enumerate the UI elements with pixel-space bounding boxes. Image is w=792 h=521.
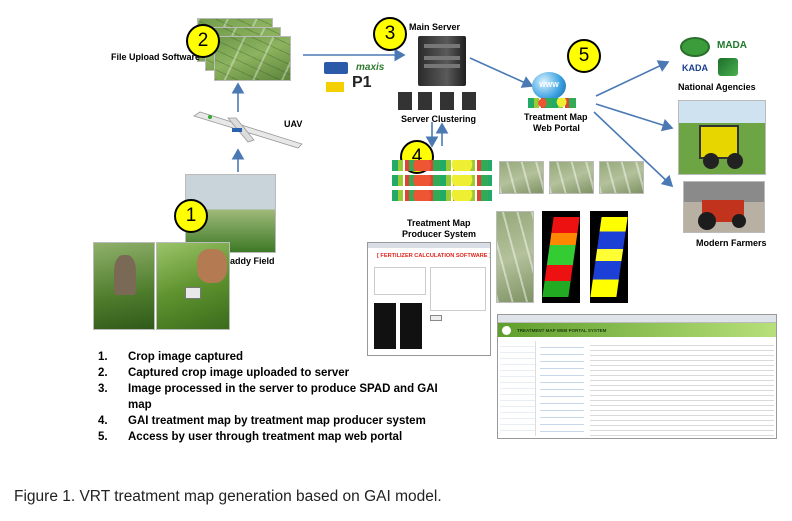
arrow-server-to-portal <box>469 57 534 88</box>
step-list: 1.Crop image captured 2.Captured crop im… <box>98 349 438 445</box>
modern-farmers-label: Modern Farmers <box>696 238 767 248</box>
globe-icon: WWW <box>532 72 566 100</box>
web-portal-label-line2: Web Portal <box>533 123 580 133</box>
file-upload-label: File Upload Software <box>111 52 201 62</box>
cluster-server-3 <box>440 92 454 110</box>
step-badge-1: 1 <box>174 199 208 233</box>
producer-map-strip-2 <box>392 175 492 186</box>
software-run-button[interactable] <box>430 315 442 321</box>
partner-logo-blue <box>324 62 348 74</box>
software-preview-left <box>374 303 396 349</box>
step-item: 4.GAI treatment map by treatment map pro… <box>98 415 426 427</box>
uav-label: UAV <box>284 119 303 129</box>
globe-www-text: WWW <box>539 82 559 89</box>
portal-browser-toolbar <box>498 315 776 323</box>
web-portal-screenshot: TREATMENT MAP WEB PORTAL SYSTEM <box>497 314 777 439</box>
step-badge-3: 3 <box>373 17 407 51</box>
portal-content-panel <box>590 341 774 436</box>
cluster-server-4 <box>462 92 476 110</box>
software-options-area <box>430 267 486 311</box>
maxis-logo: maxis <box>356 62 385 73</box>
engi-logo <box>326 82 344 92</box>
figure-caption: Figure 1. VRT treatment map generation b… <box>14 488 442 505</box>
step-item: 5.Access by user through treatment map w… <box>98 431 403 443</box>
p1-logo: P1 <box>352 74 372 91</box>
producer-label-line2: Producer System <box>402 229 477 239</box>
national-agencies-label: National Agencies <box>678 82 756 92</box>
software-title: [ FERTILIZER CALCULATION SOFTWARE ] <box>377 252 491 259</box>
step-item-continuation: map <box>128 399 152 411</box>
portal-header-title: TREATMENT MAP WEB PORTAL SYSTEM <box>517 327 607 333</box>
software-titlebar <box>368 243 490 248</box>
farm-tractor-photo <box>678 100 766 175</box>
cluster-server-1 <box>398 92 412 110</box>
aerial-strip-3 <box>599 161 644 194</box>
cluster-server-2 <box>418 92 432 110</box>
main-server-icon <box>418 36 466 86</box>
aerial-strip-2 <box>549 161 594 194</box>
aerial-field-mosaic <box>496 211 534 303</box>
arrow-portal-to-agencies <box>595 60 670 97</box>
producer-map-strip-3 <box>392 190 492 201</box>
agency-logo-seed <box>680 37 710 57</box>
crop-capture-photo-right <box>156 242 230 330</box>
agency-logo-emblem <box>718 58 738 76</box>
main-server-label: Main Server <box>409 22 461 32</box>
portal-header-bar: TREATMENT MAP WEB PORTAL SYSTEM <box>498 323 776 337</box>
aerial-image-stack-front <box>214 36 291 81</box>
server-clustering-label: Server Clustering <box>401 114 477 124</box>
spad-map-image <box>542 211 580 303</box>
software-preview-right <box>400 303 422 349</box>
software-form-area <box>374 267 426 295</box>
step-item: 3.Image processed in the server to produ… <box>98 383 438 395</box>
producer-map-strip-1 <box>392 160 492 171</box>
step-item: 2.Captured crop image uploaded to server <box>98 367 350 379</box>
paddy-field-photo <box>185 174 276 253</box>
portal-tree-panel <box>500 341 536 436</box>
producer-label-line1: Treatment Map <box>407 218 471 228</box>
fertilizer-software-window: [ FERTILIZER CALCULATION SOFTWARE ] <box>367 242 491 356</box>
paddy-field-label: Paddy Field <box>224 256 275 266</box>
aerial-strip-1 <box>499 161 544 194</box>
step-item: 1.Crop image captured <box>98 351 244 363</box>
step-badge-5: 5 <box>567 39 601 73</box>
portal-nav-panel <box>540 341 584 436</box>
gai-map-image <box>590 211 628 303</box>
modern-tractor-photo <box>683 181 765 233</box>
step-badge-2: 2 <box>186 24 220 58</box>
mada-logo: MADA <box>717 40 747 51</box>
uav-drone-image <box>193 111 303 149</box>
crop-capture-photo-left <box>93 242 155 330</box>
portal-map-thumbnail <box>528 98 576 108</box>
web-portal-label-line1: Treatment Map <box>524 112 588 122</box>
arrow-portal-to-tractor-1 <box>595 103 674 132</box>
arrow-portal-to-tractor-2 <box>593 111 674 188</box>
kada-logo: KADA <box>682 63 708 73</box>
